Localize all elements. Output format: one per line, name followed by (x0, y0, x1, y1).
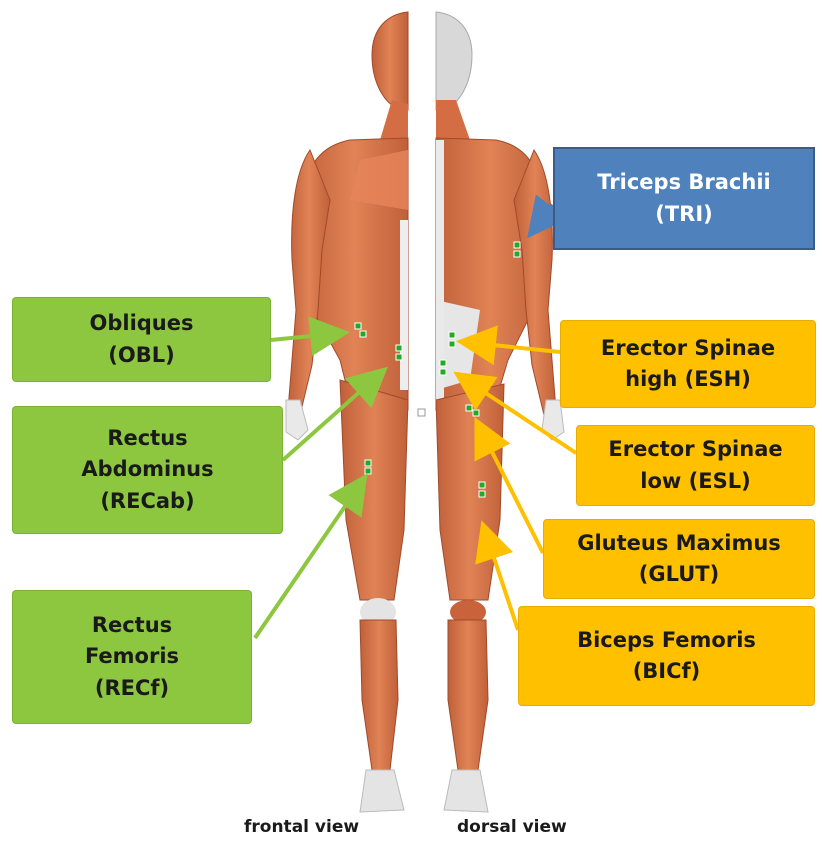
electrode-esh-1 (449, 332, 455, 338)
electrode-recf-1 (365, 460, 371, 466)
frontal-body (286, 12, 408, 812)
electrode-esl-1 (440, 360, 446, 366)
electrode-tri-2 (514, 251, 520, 257)
label-erector-spinae-high: Erector Spinae high (ESH) (560, 320, 816, 408)
label-rectus-abdominus: Rectus Abdominus (RECab) (12, 406, 283, 534)
electrode-glut-1 (466, 405, 472, 411)
caption-dorsal-view: dorsal view (457, 817, 567, 837)
electrode-recf-2 (365, 468, 371, 474)
electrode-tri-1 (514, 242, 520, 248)
caption-frontal-view: frontal view (244, 817, 359, 837)
electrode-recab-1 (396, 345, 402, 351)
electrode-bicf-1 (479, 482, 485, 488)
label-gluteus-maximus: Gluteus Maximus (GLUT) (543, 519, 815, 599)
label-rectus-femoris: Rectus Femoris (RECf) (12, 590, 252, 724)
electrode-esl-2 (440, 369, 446, 375)
label-biceps-femoris: Biceps Femoris (BICf) (518, 606, 815, 706)
electrode-esh-2 (449, 341, 455, 347)
label-triceps-brachii: Triceps Brachii (TRI) (553, 147, 815, 250)
center-marker (418, 409, 425, 416)
electrode-glut-2 (473, 410, 479, 416)
label-erector-spinae-low: Erector Spinae low (ESL) (576, 425, 815, 506)
electrode-recab-2 (396, 354, 402, 360)
electrode-bicf-2 (479, 491, 485, 497)
electrode-obl-2 (360, 331, 366, 337)
label-obliques: Obliques (OBL) (12, 297, 271, 382)
electrode-obl-1 (355, 323, 361, 329)
